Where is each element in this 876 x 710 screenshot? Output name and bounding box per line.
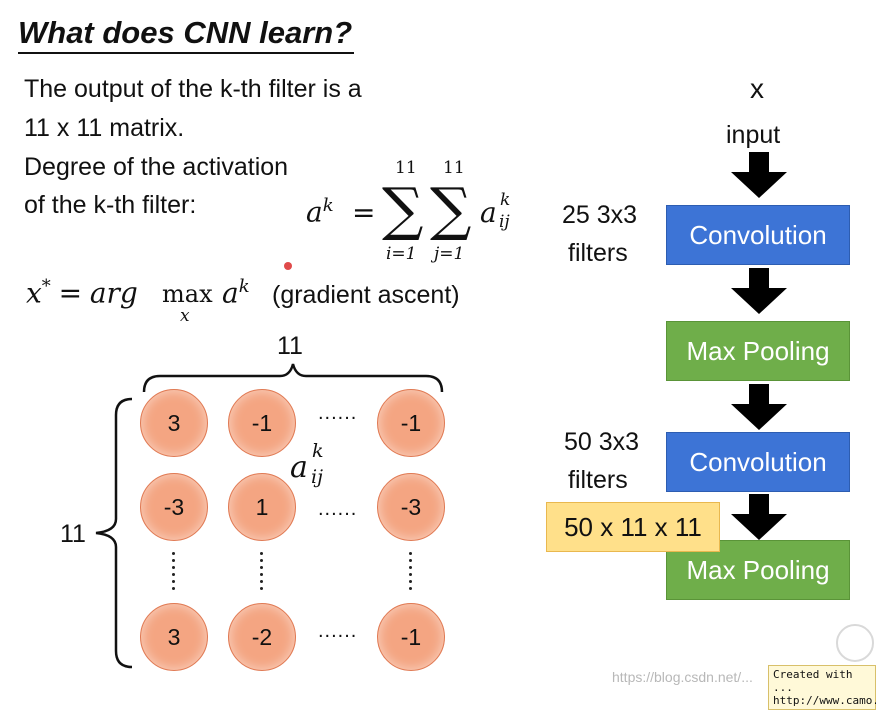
argmax-a: a	[222, 276, 239, 310]
col1-vdots	[172, 552, 176, 594]
neuron-r2c3: -3	[377, 473, 445, 541]
neuron-r1c1: 3	[140, 389, 208, 457]
filters1-line1: 25 3x3	[562, 201, 638, 229]
text-line-3: Degree of the activation	[24, 153, 289, 181]
maxpooling-block-1: Max Pooling	[666, 321, 850, 381]
cursor-dot	[284, 262, 292, 270]
formula-ak: ak	[306, 195, 334, 228]
arrow-down-icon	[731, 152, 787, 198]
neuron-r1c3: -1	[377, 389, 445, 457]
aij-sup: k	[500, 190, 511, 210]
maxpooling-block-2: Max Pooling	[666, 540, 850, 600]
argmax-max-sub: x	[180, 306, 190, 326]
formula-equals: =	[352, 196, 376, 229]
row3-hdots: ......	[318, 620, 358, 642]
sum2-top: 11	[443, 158, 465, 178]
watermark-logo-icon	[836, 624, 874, 662]
input-x-label: x	[750, 73, 764, 104]
sum2-bottom: j=1	[434, 244, 465, 264]
text-line-1: The output of the k-th filter is a	[24, 75, 362, 103]
aij-base: a	[480, 196, 497, 229]
neuron-r2c2: 1	[228, 473, 296, 541]
argmax-k: k	[238, 276, 250, 297]
matrix-aij-sub: ij	[311, 466, 323, 488]
sum1-symbol: ∑	[382, 175, 424, 243]
text-line-4: of the k-th filter:	[24, 191, 197, 219]
slide-title: What does CNN learn?	[18, 14, 355, 54]
xstar-x: x	[26, 276, 42, 310]
formula-a: a	[306, 195, 323, 229]
arrow-down-icon	[731, 494, 787, 540]
formula-k: k	[322, 195, 334, 216]
argmax-max: max	[162, 280, 213, 308]
argmax-formula: x* = arg	[26, 276, 138, 309]
left-brace	[95, 397, 133, 669]
filters2-line1: 50 3x3	[564, 428, 640, 456]
row1-hdots: ......	[318, 402, 358, 424]
matrix-top-label: 11	[277, 332, 303, 360]
top-brace	[142, 363, 444, 393]
col2-vdots	[260, 552, 264, 594]
convolution-block-2: Convolution	[666, 432, 850, 492]
xstar-star: *	[41, 276, 51, 297]
arrow-down-icon	[731, 268, 787, 314]
neuron-r2c1: -3	[140, 473, 208, 541]
matrix-left-label: 11	[60, 520, 86, 548]
argmax-ak: ak	[222, 276, 250, 309]
gradient-ascent-label: (gradient ascent)	[272, 281, 460, 309]
sum1-bottom: i=1	[386, 244, 417, 264]
stamp-line-2: http://www.camo...	[773, 694, 876, 707]
matrix-aij-sup: k	[312, 440, 324, 462]
sum1-top: 11	[395, 158, 417, 178]
formula-aij: a	[480, 196, 497, 229]
matrix-aij-base: a	[290, 450, 308, 485]
neuron-r3c2: -2	[228, 603, 296, 671]
convolution-block-1: Convolution	[666, 205, 850, 265]
sum2-symbol: ∑	[430, 175, 472, 243]
col3-vdots	[409, 552, 413, 594]
neuron-r1c2: -1	[228, 389, 296, 457]
arrow-down-icon	[731, 384, 787, 430]
filters1-line2: filters	[568, 239, 628, 267]
watermark-text: https://blog.csdn.net/...	[612, 669, 753, 685]
argmax-arg: arg	[89, 276, 138, 310]
stamp-line-1: Created with ...	[773, 668, 853, 694]
input-label: input	[726, 121, 781, 149]
neuron-r3c3: -1	[377, 603, 445, 671]
text-line-2: 11 x 11 matrix.	[24, 114, 185, 142]
creation-stamp: Created with ... http://www.camo...	[768, 665, 876, 710]
argmax-equals: =	[58, 276, 83, 310]
row2-hdots: ......	[318, 498, 358, 520]
filters2-line2: filters	[568, 466, 628, 494]
aij-sub: ij	[499, 212, 510, 232]
output-dimension-label: 50 x 11 x 11	[546, 502, 720, 552]
neuron-r3c1: 3	[140, 603, 208, 671]
